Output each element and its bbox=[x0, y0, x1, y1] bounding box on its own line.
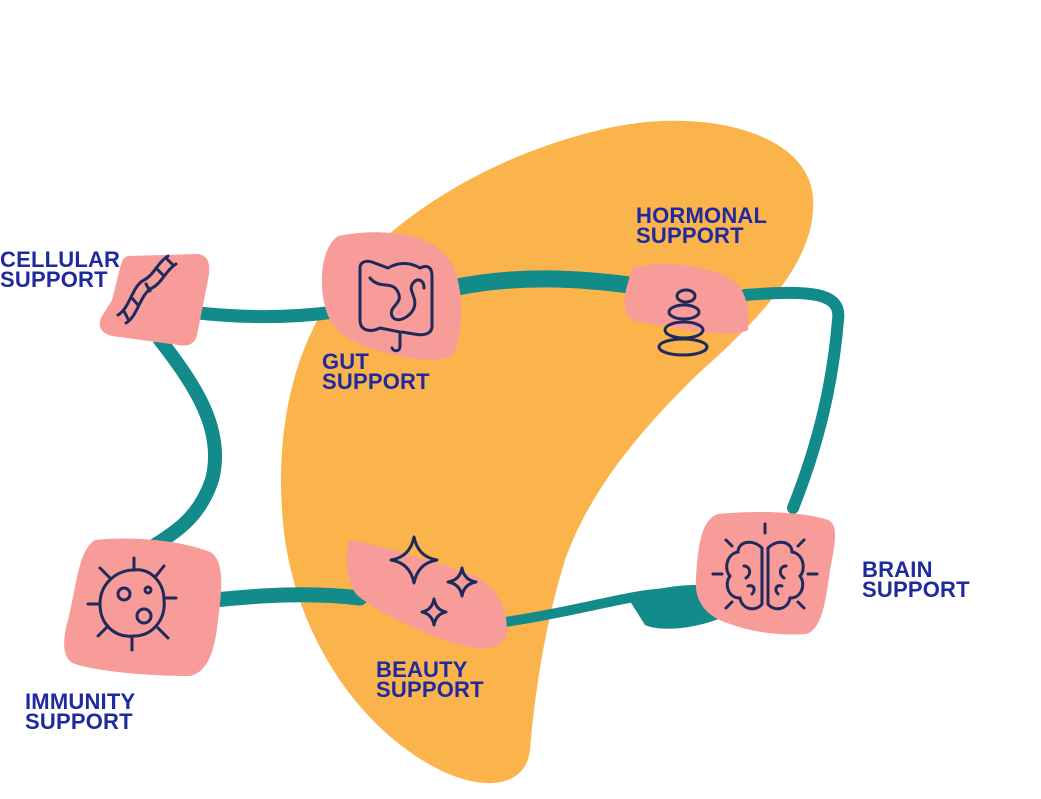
label-immunity-line2: SUPPORT bbox=[25, 709, 133, 734]
label-hormonal-line2: SUPPORT bbox=[636, 223, 744, 248]
connector-hormonal-brain bbox=[739, 286, 845, 514]
node-immunity-shape bbox=[64, 538, 222, 676]
label-gut-line2: SUPPORT bbox=[322, 369, 430, 394]
germ-icon bbox=[86, 556, 178, 652]
label-hormonal-line1: HORMONAL bbox=[636, 203, 768, 228]
node-gut-shape bbox=[321, 232, 462, 360]
label-brain-line1: BRAIN bbox=[862, 557, 933, 582]
label-cellular-support: CELLULAR SUPPORT bbox=[0, 247, 121, 292]
balance-stones-icon bbox=[657, 288, 709, 357]
node-hormonal-shape bbox=[624, 263, 749, 334]
dna-icon bbox=[116, 254, 178, 325]
label-beauty-support: BEAUTY SUPPORT bbox=[376, 657, 484, 702]
label-cellular-line1: CELLULAR bbox=[0, 247, 121, 272]
label-immunity-line1: IMMUNITY bbox=[25, 689, 136, 714]
connector-beauty-immunity bbox=[197, 587, 368, 609]
node-immunity bbox=[64, 538, 222, 676]
connector-immunity-cellular bbox=[143, 333, 223, 555]
label-beauty-line2: SUPPORT bbox=[376, 677, 484, 702]
connector-gut-hormonal bbox=[443, 270, 654, 297]
label-cellular-line2: SUPPORT bbox=[0, 267, 108, 292]
label-gut-support: GUT SUPPORT bbox=[322, 349, 430, 394]
node-brain bbox=[695, 512, 835, 635]
label-gut-line1: GUT bbox=[322, 349, 370, 374]
label-brain-support: BRAIN SUPPORT bbox=[862, 557, 970, 602]
node-cellular bbox=[99, 254, 210, 346]
sparkles-icon bbox=[389, 535, 478, 627]
connector-cellular-gut bbox=[183, 305, 342, 323]
label-hormonal-support: HORMONAL SUPPORT bbox=[636, 203, 768, 248]
node-beauty bbox=[346, 535, 507, 649]
label-beauty-line1: BEAUTY bbox=[376, 657, 468, 682]
label-brain-line2: SUPPORT bbox=[862, 577, 970, 602]
brain-icon bbox=[711, 522, 819, 611]
node-gut bbox=[321, 232, 462, 360]
node-beauty-shape bbox=[346, 540, 507, 649]
label-immunity-support: IMMUNITY SUPPORT bbox=[25, 689, 136, 734]
node-hormonal bbox=[624, 263, 749, 357]
intestine-icon bbox=[358, 259, 434, 353]
